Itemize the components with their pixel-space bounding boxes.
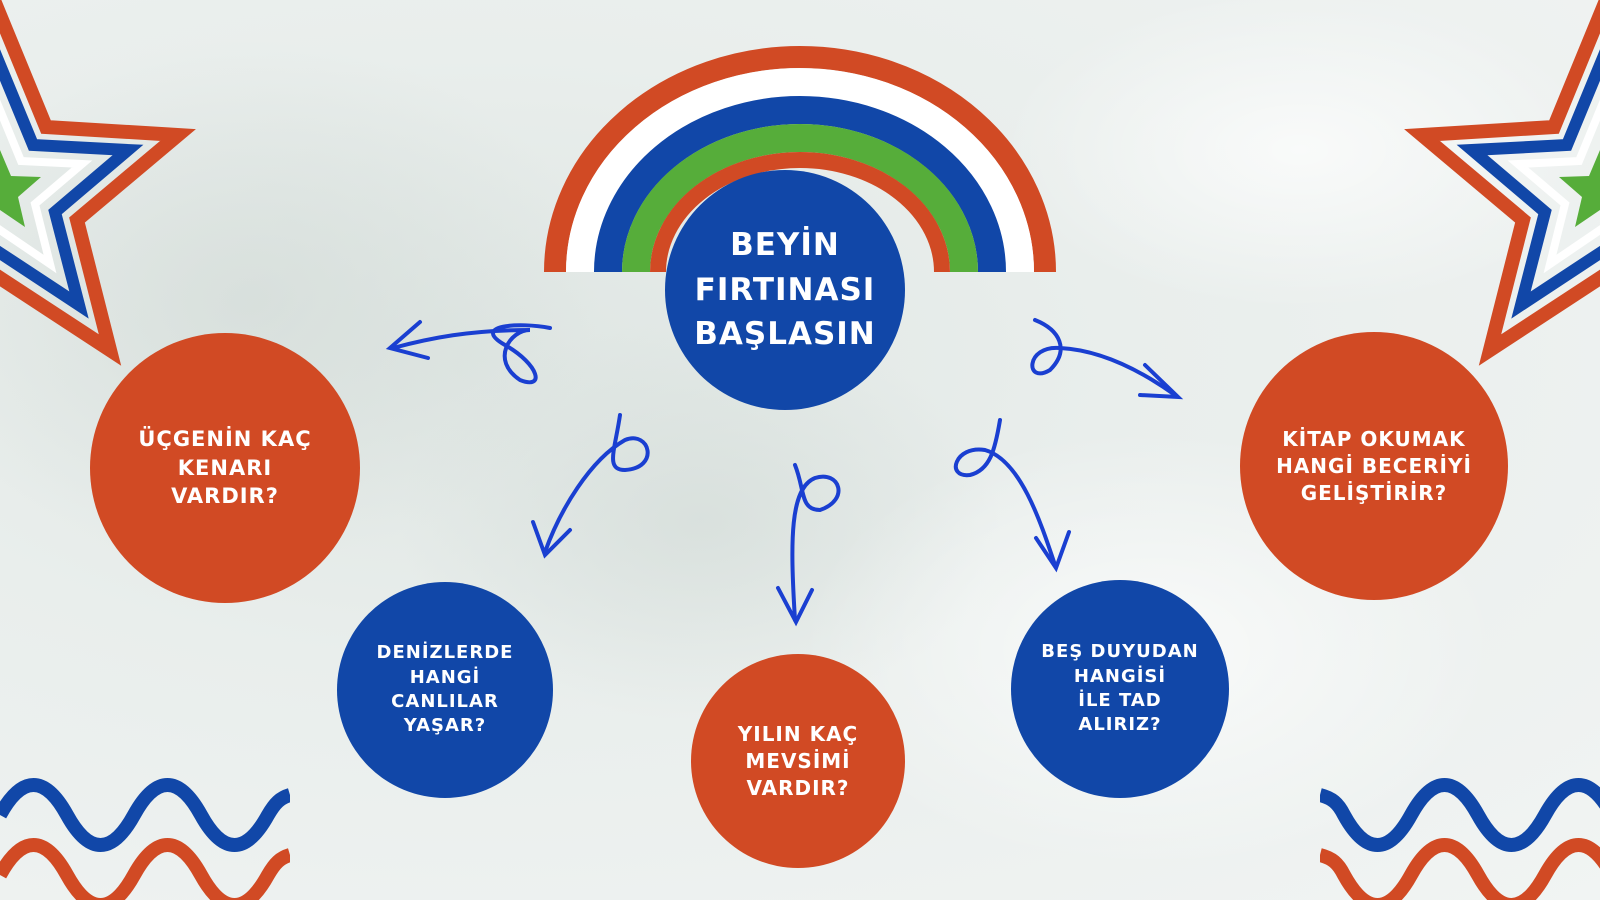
question-line: HANGİ BECERİYİ xyxy=(1276,453,1472,478)
arrowhead-icon xyxy=(1138,363,1184,400)
wave-icon xyxy=(0,778,290,900)
star-icon xyxy=(1404,0,1600,366)
curly-arrow-icon xyxy=(1030,318,1177,397)
question-line: YILIN KAÇ xyxy=(737,721,859,746)
question-line: CANLILAR xyxy=(391,691,499,712)
arrowhead-icon xyxy=(1034,530,1071,573)
center-topic-title: BEYİN FIRTINASI BAŞLASIN xyxy=(694,223,876,358)
question-line: HANGİ xyxy=(409,666,481,688)
question-text: BEŞ DUYUDAN HANGİSİ İLE TAD ALIRIZ? xyxy=(1041,640,1198,737)
arrowhead-icon xyxy=(776,586,814,627)
curly-arrow-icon xyxy=(391,323,552,385)
center-title-line-2: FIRTINASI xyxy=(694,271,876,308)
question-text: DENİZLERDE HANGİ CANLILAR YAŞAR? xyxy=(377,641,514,738)
question-line: MEVSİMİ xyxy=(745,748,851,773)
question-line: ÜÇGENİN KAÇ xyxy=(138,427,312,452)
question-line: KİTAP OKUMAK xyxy=(1282,426,1466,451)
question-circle-senses: BEŞ DUYUDAN HANGİSİ İLE TAD ALIRIZ? xyxy=(1011,580,1229,798)
question-circle-sea-creatures: DENİZLERDE HANGİ CANLILAR YAŞAR? xyxy=(337,582,553,798)
question-line: İLE TAD xyxy=(1078,690,1162,711)
wave-icon xyxy=(1320,778,1600,900)
rainbow-icon xyxy=(544,46,1056,273)
center-title-line-3: BAŞLASIN xyxy=(694,316,876,353)
question-text: ÜÇGENİN KAÇ KENARI VARDIR? xyxy=(138,425,311,510)
question-line: DENİZLERDE xyxy=(376,642,514,664)
question-line: HANGİSİ xyxy=(1073,665,1167,687)
question-line: VARDIR? xyxy=(746,775,850,800)
center-title-line-1: BEYİN xyxy=(730,226,840,263)
question-line: BEŞ DUYUDAN xyxy=(1041,641,1199,663)
question-text: YILIN KAÇ MEVSİMİ VARDIR? xyxy=(738,721,858,802)
question-line: GELİŞTİRİR? xyxy=(1300,480,1448,505)
question-text: KİTAP OKUMAK HANGİ BECERİYİ GELİŞTİRİR? xyxy=(1276,426,1472,507)
star-icon xyxy=(0,0,196,366)
question-circle-reading: KİTAP OKUMAK HANGİ BECERİYİ GELİŞTİRİR? xyxy=(1240,332,1508,600)
question-line: VARDIR? xyxy=(171,484,279,509)
question-circle-triangle: ÜÇGENİN KAÇ KENARI VARDIR? xyxy=(90,333,360,603)
question-line: YAŞAR? xyxy=(403,715,487,737)
arrowhead-icon xyxy=(531,520,572,559)
curly-arrow-icon xyxy=(543,413,650,554)
question-line: ALIRIZ? xyxy=(1078,714,1162,736)
question-line: KENARI xyxy=(177,455,273,480)
curly-arrow-icon xyxy=(953,418,1057,567)
arrowhead-icon xyxy=(385,320,430,360)
center-topic-circle: BEYİN FIRTINASI BAŞLASIN xyxy=(665,170,905,410)
question-circle-seasons: YILIN KAÇ MEVSİMİ VARDIR? xyxy=(691,654,905,868)
curly-arrow-icon xyxy=(790,463,841,622)
